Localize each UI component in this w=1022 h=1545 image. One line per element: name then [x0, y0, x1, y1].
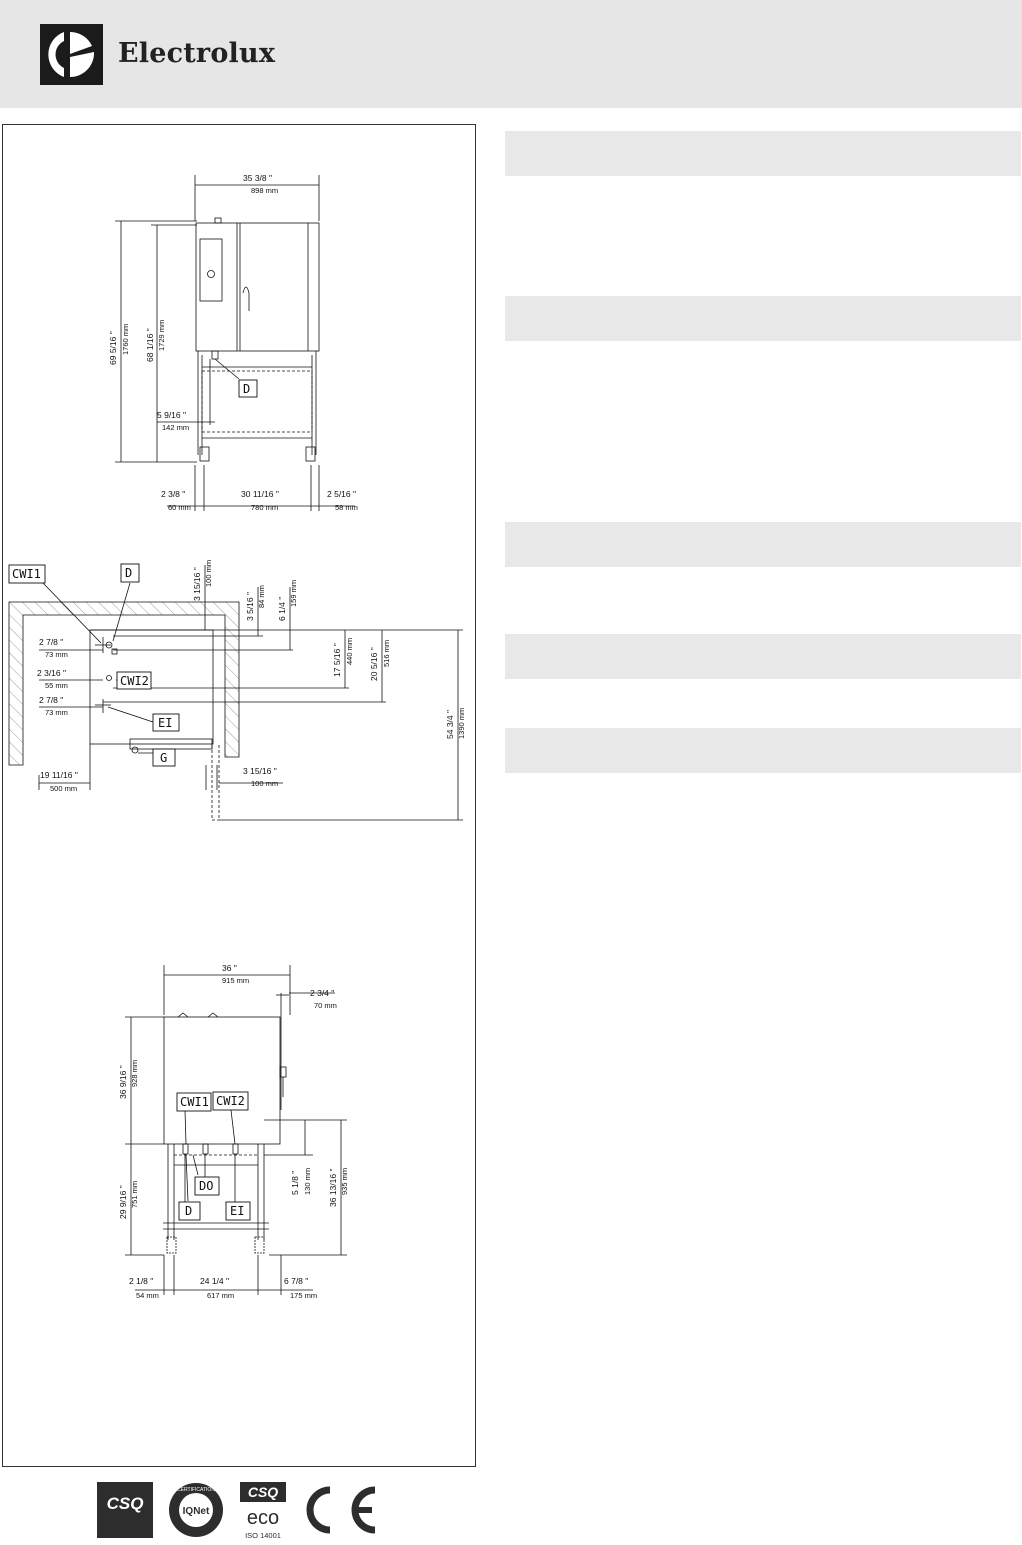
- front-body-height-mm: 1729 mm: [157, 320, 166, 351]
- front-d-height-in: 5 9/16 ": [157, 410, 186, 420]
- front-width-mm: 898 mm: [251, 186, 278, 195]
- svg-text:ISO 14001: ISO 14001: [245, 1531, 281, 1540]
- top-offset-in: 3 15/16 ": [192, 567, 202, 601]
- section-bar-2: [505, 296, 1021, 341]
- svg-text:IQNet: IQNet: [183, 1506, 210, 1517]
- section-bar-1: [505, 131, 1021, 176]
- top-e-mm: 1390 mm: [457, 708, 466, 739]
- top-l3-in: 2 7/8 ": [39, 695, 63, 705]
- side-mid-mm: 617 mm: [207, 1291, 234, 1300]
- side-stand-in: 29 9/16 ": [118, 1185, 128, 1219]
- front-width-in: 35 3/8 ": [243, 173, 272, 183]
- certification-logos: CSQ CERTIFICATION IQNet CSQ eco ISO 1400…: [95, 1482, 385, 1540]
- label-cwi2-side: CWI2: [216, 1094, 245, 1108]
- label-cwi1-top: CWI1: [12, 567, 41, 581]
- side-handle-in: 2 3/4 ": [310, 988, 334, 998]
- technical-drawings: 35 3/8 " 898 mm 69 5/16 " 1760 mm 68 1/1…: [8, 173, 466, 1300]
- side-width-mm: 915 mm: [222, 976, 249, 985]
- side-view-drawing: [125, 965, 347, 1295]
- front-right-mm: 58 mm: [335, 503, 358, 512]
- front-mid-mm: 780 mm: [251, 503, 278, 512]
- page-header: Electrolux: [0, 0, 1022, 108]
- top-b-mm: 159 mm: [289, 580, 298, 607]
- label-g-top: G: [160, 751, 167, 765]
- side-left-mm: 54 mm: [136, 1291, 159, 1300]
- top-c-in: 17 5/16 ": [332, 643, 342, 677]
- side-stand-mm: 751 mm: [130, 1181, 139, 1208]
- section-bar-3: [505, 522, 1021, 567]
- side-right-mm: 175 mm: [290, 1291, 317, 1300]
- front-mid-in: 30 11/16 ": [241, 489, 279, 499]
- side-total-in: 36 13/16 ": [328, 1169, 338, 1207]
- top-offset-mm: 100 mm: [204, 560, 213, 587]
- iqnet-logo-icon: CERTIFICATION IQNet: [168, 1482, 224, 1543]
- label-d-side: D: [185, 1204, 192, 1218]
- label-d-top: D: [125, 566, 132, 580]
- svg-text:CERTIFICATION: CERTIFICATION: [177, 1487, 215, 1493]
- ce-mark-icon: [300, 1482, 380, 1543]
- top-b-in: 6 1/4 ": [277, 597, 287, 621]
- svg-text:eco: eco: [247, 1507, 279, 1529]
- front-body-height-in: 68 1/16 ": [145, 328, 155, 362]
- top-bottom-left-in: 19 11/16 ": [40, 770, 78, 780]
- side-body-in: 36 9/16 ": [118, 1065, 128, 1099]
- csq-eco-logo-icon: CSQ eco ISO 14001: [238, 1482, 288, 1545]
- side-conn-mm: 130 mm: [303, 1168, 312, 1195]
- top-bottom-left-mm: 500 mm: [50, 784, 77, 793]
- section-bar-4: [505, 634, 1021, 679]
- side-left-in: 2 1/8 ": [129, 1276, 153, 1286]
- top-c-mm: 440 mm: [345, 638, 354, 665]
- side-body-mm: 928 mm: [130, 1060, 139, 1087]
- top-l3-mm: 73 mm: [45, 708, 68, 717]
- front-left-mm: 60 mm: [168, 503, 191, 512]
- top-bottom-right-mm: 100 mm: [251, 779, 278, 788]
- csq-logo-icon: CSQ: [97, 1482, 153, 1543]
- side-total-mm: 935 mm: [340, 1168, 349, 1195]
- front-d-height-mm: 142 mm: [162, 423, 189, 432]
- top-l1-mm: 73 mm: [45, 650, 68, 659]
- front-left-in: 2 3/8 ": [161, 489, 185, 499]
- electrolux-logo-icon: [40, 24, 103, 85]
- front-right-in: 2 5/16 ": [327, 489, 356, 499]
- section-bar-5: [505, 728, 1021, 773]
- top-l1-in: 2 7/8 ": [39, 637, 63, 647]
- side-conn-in: 5 1/8 ": [290, 1171, 300, 1195]
- side-handle-mm: 70 mm: [314, 1001, 337, 1010]
- top-a-in: 3 5/16 ": [245, 592, 255, 621]
- brand-name: Electrolux: [118, 38, 276, 69]
- svg-text:CSQ: CSQ: [248, 1484, 278, 1500]
- top-e-in: 54 3/4 ": [445, 710, 455, 739]
- label-do-side: DO: [199, 1179, 213, 1193]
- top-view-drawing: [8, 565, 463, 821]
- top-d-mm: 516 mm: [382, 640, 391, 667]
- top-a-mm: 84 mm: [257, 585, 266, 608]
- front-total-height-in: 69 5/16 ": [108, 331, 118, 365]
- top-l2-mm: 55 mm: [45, 681, 68, 690]
- top-bottom-right-in: 3 15/16 ": [243, 766, 277, 776]
- side-width-in: 36 ": [222, 963, 237, 973]
- front-total-height-mm: 1760 mm: [121, 324, 130, 355]
- side-right-in: 6 7/8 ": [284, 1276, 308, 1286]
- label-d-front: D: [243, 382, 250, 396]
- label-ei-top: EI: [158, 716, 172, 730]
- technical-drawing-panel: 35 3/8 " 898 mm 69 5/16 " 1760 mm 68 1/1…: [2, 124, 476, 1467]
- side-mid-in: 24 1/4 ": [200, 1276, 229, 1286]
- label-ei-side: EI: [230, 1204, 244, 1218]
- label-cwi2-top: CWI2: [120, 674, 149, 688]
- front-view-drawing: [115, 175, 355, 511]
- label-cwi1-side: CWI1: [180, 1095, 209, 1109]
- top-l2-in: 2 3/16 ": [37, 668, 66, 678]
- svg-text:CSQ: CSQ: [107, 1494, 144, 1513]
- top-d-in: 20 5/16 ": [369, 647, 379, 681]
